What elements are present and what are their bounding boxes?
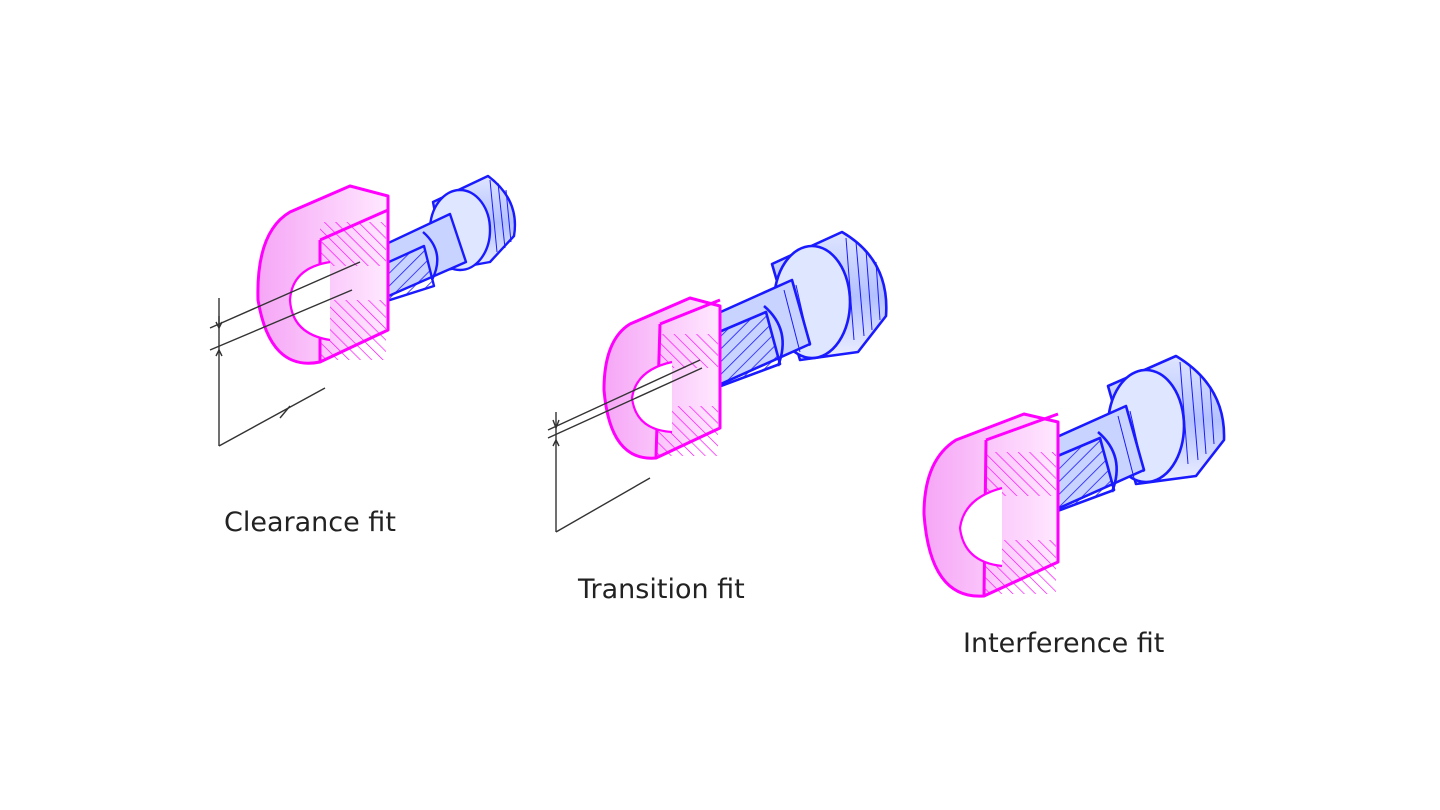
clearance-hole-part: [256, 184, 390, 365]
interference-fit-figure: [922, 354, 1226, 598]
clearance-fit-figure: [209, 174, 517, 447]
clearance-sleeve-section-bottom: [320, 300, 386, 360]
clearance-dimension-lines: [209, 261, 361, 447]
transition-fit-caption: Transition fit: [578, 574, 745, 605]
interference-bore: [958, 486, 1003, 568]
transition-fit-figure: [547, 230, 888, 533]
transition-knurl: [845, 237, 881, 341]
clearance-bore: [288, 260, 331, 342]
clearance-sleeve-section-top: [320, 222, 386, 266]
clearance-fit-caption: Clearance fit: [224, 507, 396, 538]
interference-fit-caption: Interference fit: [963, 628, 1165, 659]
clearance-knurl: [489, 179, 512, 253]
transition-bore: [630, 360, 673, 434]
transition-dimension-lines: [547, 359, 703, 533]
interference-knurl: [1179, 361, 1215, 465]
interference-shaft: [1008, 354, 1226, 524]
interference-hole-part: [922, 412, 1060, 598]
